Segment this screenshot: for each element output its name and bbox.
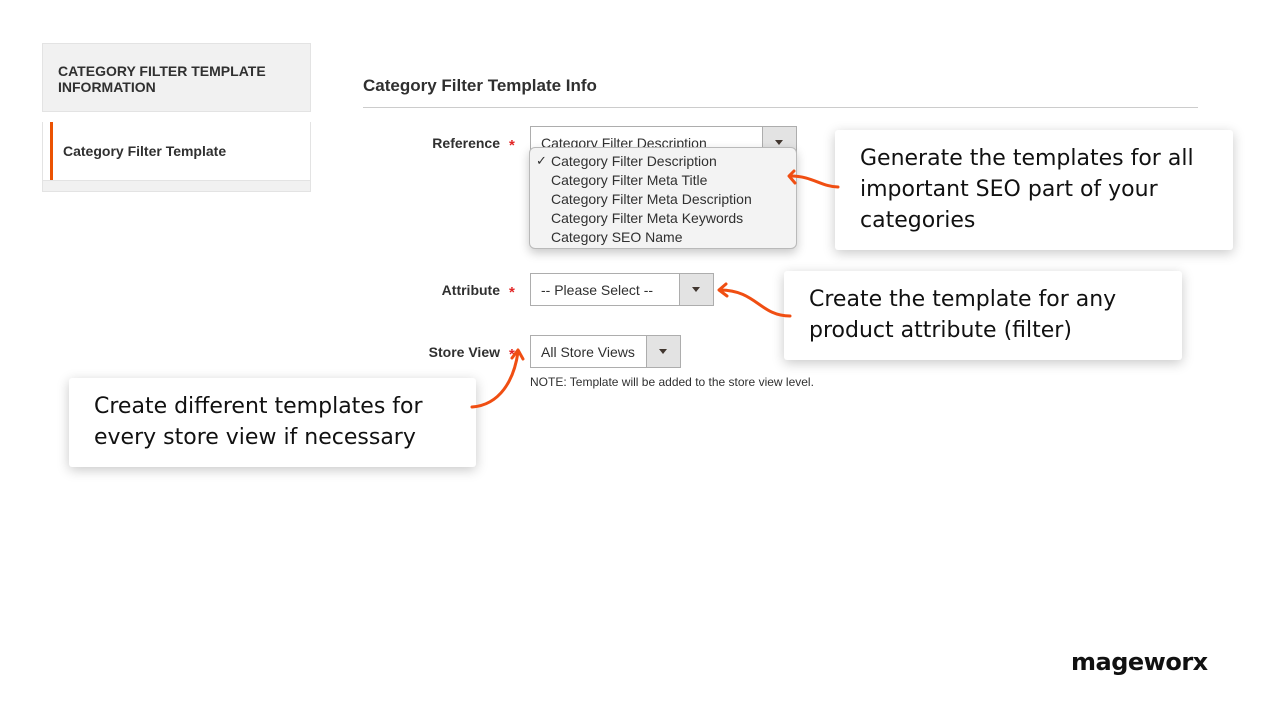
curved-arrow-icon — [510, 348, 525, 361]
store-view-select-value: All Store Views — [541, 344, 635, 360]
attribute-label: Attribute — [441, 282, 500, 298]
triangle-down-icon[interactable] — [679, 274, 713, 305]
store-view-select[interactable]: All Store Views — [530, 335, 681, 368]
triangle-down-icon[interactable] — [646, 336, 680, 367]
sidebar-item-label: Category Filter Template — [63, 143, 227, 159]
sidebar-footer — [42, 180, 311, 192]
attribute-select-value: -- Please Select -- — [541, 282, 654, 298]
section-title: Category Filter Template Info — [363, 76, 597, 95]
active-indicator — [50, 122, 53, 180]
dropdown-option[interactable]: Category SEO Name — [551, 229, 683, 245]
reference-dropdown-menu: ✓Category Filter Description Category Fi… — [529, 147, 797, 249]
dropdown-option[interactable]: Category Filter Meta Description — [551, 191, 752, 207]
required-mark: * — [509, 346, 515, 363]
callout-seo: Generate the templates for all important… — [835, 130, 1233, 250]
dropdown-option[interactable]: ✓Category Filter Description — [536, 153, 717, 169]
curved-arrow-icon — [717, 282, 729, 298]
attribute-select[interactable]: -- Please Select -- — [530, 273, 714, 306]
callout-store-view: Create different templates for every sto… — [69, 378, 476, 467]
check-icon: ✓ — [536, 153, 547, 168]
callout-attribute-text: Create the template for any product attr… — [809, 287, 1117, 343]
store-view-label: Store View — [428, 344, 500, 360]
callout-seo-text: Generate the templates for all important… — [860, 146, 1194, 233]
reference-label: Reference — [432, 135, 500, 151]
curved-arrow-icon — [470, 350, 520, 409]
callout-attribute: Create the template for any product attr… — [784, 271, 1182, 360]
curved-arrow-icon — [789, 174, 840, 189]
curved-arrow-icon — [787, 169, 797, 185]
required-mark: * — [509, 137, 515, 154]
curved-arrow-icon — [718, 288, 792, 318]
store-view-note: NOTE: Template will be added to the stor… — [530, 375, 814, 389]
sidebar-section-header[interactable]: CATEGORY FILTER TEMPLATE INFORMATION — [42, 43, 311, 112]
section-divider — [363, 107, 1198, 108]
sidebar-item-category-filter-template[interactable]: Category Filter Template — [42, 122, 311, 180]
required-mark: * — [509, 284, 515, 301]
mageworx-logo: mageworx — [1071, 648, 1208, 676]
dropdown-option[interactable]: Category Filter Meta Keywords — [551, 210, 744, 226]
callout-store-view-text: Create different templates for every sto… — [94, 394, 423, 450]
dropdown-option[interactable]: Category Filter Meta Title — [551, 172, 708, 188]
sidebar-section-title: CATEGORY FILTER TEMPLATE INFORMATION — [58, 63, 266, 95]
